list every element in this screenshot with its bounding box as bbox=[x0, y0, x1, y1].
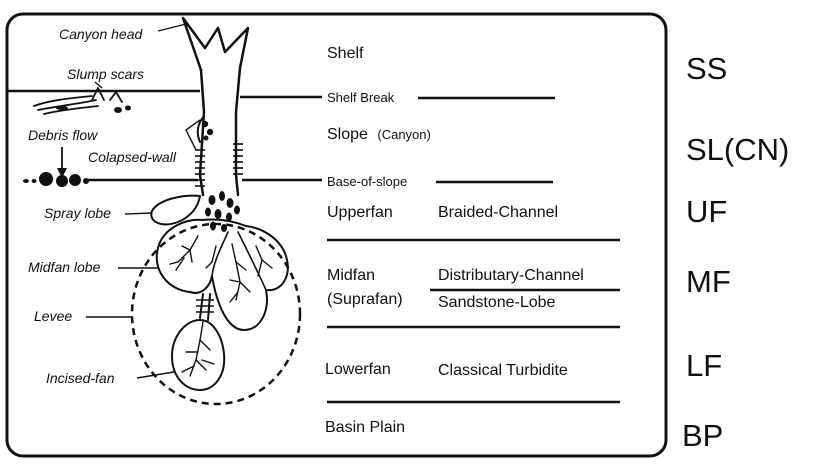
canyon-right-wall bbox=[236, 68, 240, 195]
zone-midfan-desc2: Sandstone-Lobe bbox=[438, 294, 556, 311]
zone-midfan-desc1: Distributary-Channel bbox=[438, 267, 584, 284]
midfan-lobe-shape bbox=[157, 219, 288, 330]
label-levee: Levee bbox=[34, 308, 72, 324]
collapsed-block bbox=[207, 129, 213, 135]
collapsed-block bbox=[204, 136, 209, 141]
canyon-head-crown bbox=[183, 18, 248, 70]
zone-lowerfan-desc: Classical Turbidite bbox=[438, 362, 568, 379]
code-bp: BP bbox=[682, 418, 723, 453]
braided-channel-deposits bbox=[205, 191, 240, 232]
collapsed-block bbox=[202, 121, 208, 127]
label-collapsed-wall: Colapsed-wall bbox=[88, 149, 177, 165]
label-incised-fan: Incised-fan bbox=[46, 370, 115, 386]
incised-fan-channels bbox=[182, 322, 214, 376]
zone-basin-plain: Basin Plain bbox=[325, 419, 405, 436]
code-uf: UF bbox=[686, 194, 727, 229]
zone-lowerfan: Lowerfan bbox=[325, 361, 391, 378]
label-canyon-head: Canyon head bbox=[59, 26, 144, 42]
fan-boundary-dashed bbox=[132, 224, 300, 404]
code-mf: MF bbox=[686, 264, 731, 299]
zone-base-of-slope: Base-of-slope bbox=[327, 174, 407, 189]
label-midfan-lobe: Midfan lobe bbox=[28, 259, 101, 275]
code-sl: SL(CN) bbox=[686, 132, 789, 167]
incised-channel-stem bbox=[200, 294, 210, 320]
label-slump-scars: Slump scars bbox=[67, 66, 144, 82]
zone-shelf: Shelf bbox=[327, 45, 364, 62]
zone-shelf-break: Shelf Break bbox=[327, 90, 395, 105]
label-spray-lobe: Spray lobe bbox=[44, 205, 111, 221]
zone-slope-label: Slope bbox=[327, 126, 368, 143]
canyon-left-wall bbox=[200, 70, 204, 195]
zone-upperfan: Upperfan bbox=[327, 204, 393, 221]
code-lf: LF bbox=[686, 348, 722, 383]
zone-midfan: Midfan bbox=[327, 267, 375, 284]
debris-flow-blocks bbox=[23, 172, 89, 187]
incised-fan-shape bbox=[172, 320, 224, 390]
zone-slope-note: (Canyon) bbox=[377, 127, 430, 142]
zone-midfan-sub: (Suprafan) bbox=[327, 291, 403, 308]
code-ss: SS bbox=[686, 51, 727, 86]
zone-upperfan-desc: Braided-Channel bbox=[438, 204, 558, 221]
levee-ticks bbox=[196, 300, 214, 312]
zone-slope: Slope (Canyon) bbox=[327, 126, 431, 143]
label-debris-flow: Debris flow bbox=[28, 127, 98, 143]
